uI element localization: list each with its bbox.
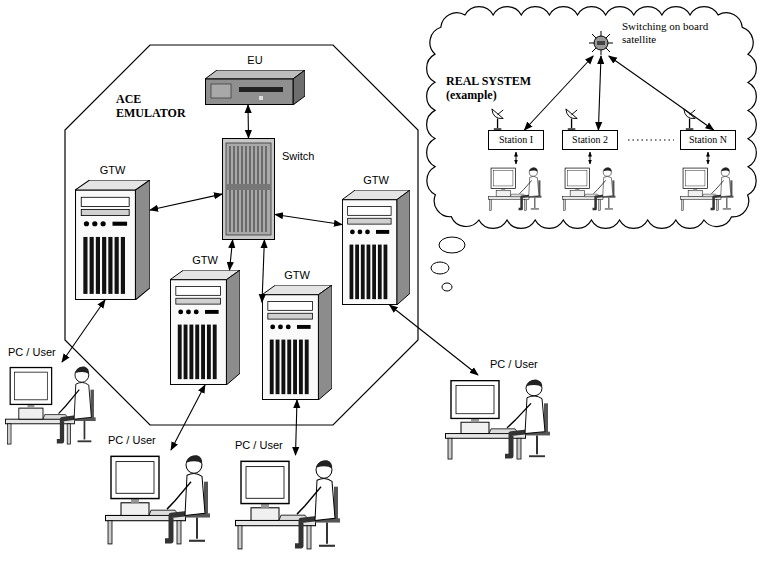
satellite-label: Switching on board satellite xyxy=(622,20,718,46)
tower-picture xyxy=(262,285,332,400)
device-label: GTW xyxy=(75,164,150,177)
link-arrow xyxy=(150,194,222,210)
continuation-dots xyxy=(628,139,674,140)
station-box: Station 2 xyxy=(562,130,618,150)
tower-picture xyxy=(75,180,150,300)
switch-rack: Switch xyxy=(222,138,275,240)
link-arrow xyxy=(262,240,264,302)
link-arrow xyxy=(171,385,205,450)
gateway-pc: GTW xyxy=(75,180,150,300)
cloud-outline xyxy=(435,15,748,220)
link-arrow xyxy=(390,305,478,375)
user-label: PC / User xyxy=(8,346,56,359)
link-arrow xyxy=(230,240,233,270)
station-box: Station N xyxy=(680,130,736,150)
device-label: Switch xyxy=(282,150,314,163)
pc-user: PC / User xyxy=(105,450,215,545)
link-arrow xyxy=(598,56,601,130)
user-label: PC / User xyxy=(108,434,156,447)
eu-unit: EU xyxy=(205,70,305,105)
cloud-outline xyxy=(427,7,757,229)
user-picture xyxy=(488,167,541,210)
device-label: GTW xyxy=(170,254,240,267)
pc-user: PC / User xyxy=(235,455,345,550)
link-arrow xyxy=(524,56,593,130)
eu-picture xyxy=(205,70,305,105)
emulator-region: ACE EMULATOREUSwitchGTWGTWGTWGTW xyxy=(65,45,418,425)
dish-antenna xyxy=(566,109,577,129)
gateway-pc: GTW xyxy=(342,190,410,305)
user-picture xyxy=(236,460,341,549)
user-label: PC / User xyxy=(490,358,538,371)
device-label: GTW xyxy=(262,269,332,282)
real-system-cloud: REAL SYSTEM (example) Switching on board … xyxy=(435,15,748,220)
tower-picture xyxy=(342,190,410,305)
station-user-arrow xyxy=(516,152,708,164)
user-label: PC / User xyxy=(235,439,283,452)
link-arrow xyxy=(296,400,298,455)
pc-user: PC / User xyxy=(445,375,555,460)
satellite-picture xyxy=(589,31,613,55)
station-box: Station I xyxy=(488,130,544,150)
user-picture xyxy=(562,167,615,210)
pc-user: PC / User xyxy=(5,362,100,445)
real-system-pictures xyxy=(488,31,733,210)
connectors xyxy=(62,56,714,455)
region-title: REAL SYSTEM (example) xyxy=(446,74,556,102)
user-picture xyxy=(106,455,211,544)
gateway-pc: GTW xyxy=(262,285,332,400)
gateway-pc: GTW xyxy=(170,270,240,385)
switch-picture xyxy=(223,139,275,240)
station-label: Station N xyxy=(687,134,729,146)
station-label: Station 2 xyxy=(569,134,611,146)
octagon-outline xyxy=(65,45,418,425)
link-arrow xyxy=(247,105,249,138)
user-picture xyxy=(446,380,551,459)
device-label: EU xyxy=(205,54,305,67)
tower-picture xyxy=(170,270,240,385)
dish-antenna xyxy=(684,109,695,129)
user-picture xyxy=(5,367,95,445)
link-arrow xyxy=(609,56,714,130)
device-label: GTW xyxy=(342,174,410,187)
link-arrow xyxy=(275,215,342,225)
station-label: Station I xyxy=(495,134,537,146)
link-arrow xyxy=(62,300,105,362)
region-title: ACE EMULATOR xyxy=(116,92,186,120)
thought-bubbles xyxy=(431,237,465,291)
satellite-switch: Switching on board satellite xyxy=(588,30,614,56)
dish-antenna xyxy=(492,109,503,129)
device-pictures xyxy=(5,70,550,549)
user-picture xyxy=(680,167,733,210)
